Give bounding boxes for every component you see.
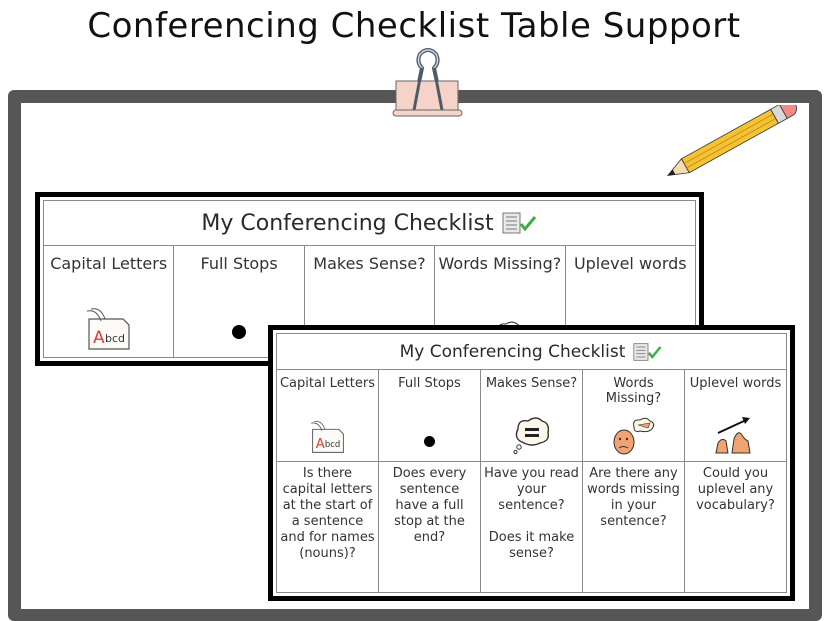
column-label: Capital Letters (50, 254, 168, 273)
checklist-title-row: My Conferencing Checklist (43, 200, 696, 246)
question-makes-sense-part-1: Have you read your sentence? (484, 466, 579, 513)
page-title: Conferencing Checklist Table Support (87, 6, 741, 46)
full-stop-dot-icon (232, 325, 247, 339)
pencil-icon (666, 105, 797, 176)
question-makes-sense: Have you read your sentence? Does it mak… (480, 461, 583, 593)
checklist-document-check-icon (502, 212, 536, 234)
column-capital-letters: Capital Letters A bcd (276, 369, 379, 462)
binder-clip-icon (392, 48, 463, 117)
question-uplevel-words: Could you uplevel any vocabulary? (684, 461, 787, 593)
checklist-title: My Conferencing Checklist (201, 210, 494, 236)
question-words-missing: Are there any words missing in your sent… (582, 461, 685, 593)
checklist-card-front: My Conferencing Checklist Capital Letter… (268, 325, 795, 601)
abcd-capital-letter-icon: A bcd (310, 421, 344, 453)
checklist-card-back: My Conferencing Checklist Capital Letter… (35, 192, 704, 366)
column-capital-letters: Capital Letters A bcd (42, 245, 175, 358)
column-label: Makes Sense? (485, 376, 578, 391)
column-label: Uplevel words (689, 376, 782, 391)
svg-text:bcd: bcd (105, 332, 125, 345)
column-label: Uplevel words (573, 254, 687, 273)
question-makes-sense-part-2: Does it make sense? (488, 530, 575, 561)
column-makes-sense: Makes Sense? (480, 369, 583, 462)
column-label: Makes Sense? (313, 254, 426, 273)
svg-text:A: A (315, 437, 324, 452)
thumbs-up-arrow-icon (714, 417, 751, 454)
checklist-title: My Conferencing Checklist (399, 341, 626, 362)
svg-text:bcd: bcd (324, 439, 339, 449)
checklist-title-row: My Conferencing Checklist (276, 333, 787, 370)
confused-face-thought-icon (613, 417, 654, 455)
column-uplevel-words: Uplevel words (684, 369, 787, 462)
full-stop-dot-icon (424, 436, 435, 447)
abcd-capital-letter-icon: A bcd (86, 308, 130, 350)
column-label: Full Stops (398, 376, 461, 391)
column-full-stops: Full Stops (378, 369, 481, 462)
column-label: Words Missing? (438, 254, 562, 273)
checklist-table-front: My Conferencing Checklist Capital Letter… (276, 333, 787, 593)
thought-bubble-equals-icon (512, 417, 549, 455)
checklist-document-check-icon (633, 342, 662, 361)
svg-text:A: A (93, 328, 105, 348)
column-label: Capital Letters (279, 376, 376, 391)
checklist-table-back: My Conferencing Checklist Capital Letter… (42, 200, 697, 358)
question-full-stops: Does every sentence have a full stop at … (378, 461, 481, 593)
column-label: Full Stops (200, 254, 278, 273)
column-words-missing: Words Missing? (582, 369, 685, 462)
column-label: Words Missing? (605, 376, 662, 406)
question-capital-letters: Is there capital letters at the start of… (276, 461, 379, 593)
